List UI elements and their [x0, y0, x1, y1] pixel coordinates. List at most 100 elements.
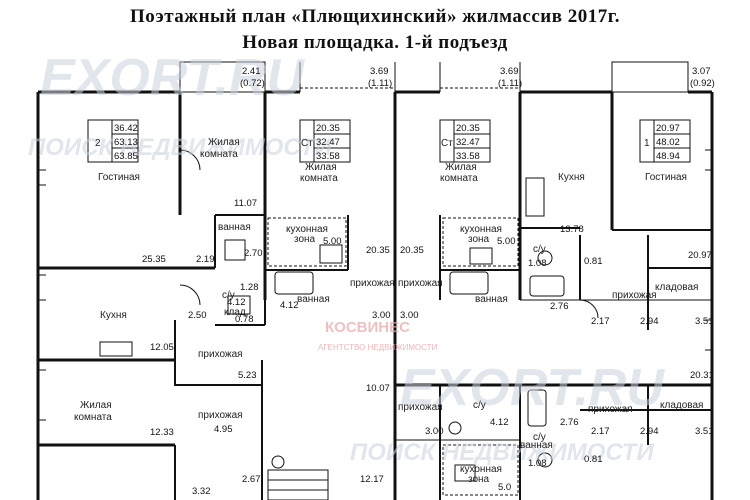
apt-area: 20.35	[316, 123, 340, 134]
area-value: 3.32	[192, 486, 211, 497]
dim-label: (0.72)	[240, 78, 265, 89]
room-label: прихожая	[588, 404, 633, 415]
area-value: 25.35	[142, 254, 166, 265]
room-label: Жилая	[445, 162, 477, 173]
area-value: 4.12	[490, 417, 509, 428]
area-value: 20.35	[366, 245, 390, 256]
room-label: кухонная	[460, 224, 502, 235]
area-value: 20.35	[400, 245, 424, 256]
dim-label: 3.69	[370, 66, 389, 77]
room-label: с/у	[473, 400, 486, 411]
room-label: кухонная	[286, 224, 328, 235]
area-value: 2.67	[242, 474, 261, 485]
area-value: 20.31	[690, 370, 714, 381]
area-value: 5.00	[497, 236, 516, 247]
room-label: прихожая	[398, 402, 443, 413]
area-value: 3.00	[372, 310, 391, 321]
room-label: комната	[440, 173, 478, 184]
room-label: комната	[200, 149, 238, 160]
room-label: клад.	[224, 307, 249, 318]
area-value: 0.81	[584, 256, 603, 267]
apt-area: 20.97	[656, 123, 680, 134]
area-value: 4.12	[280, 300, 299, 311]
apt-area: 36.42	[114, 123, 138, 134]
area-value: 3.00	[400, 310, 419, 321]
area-value: 1.08	[528, 458, 547, 469]
room-label: ванная	[475, 294, 508, 305]
area-value: 12.17	[360, 474, 384, 485]
room-label: Гостиная	[645, 172, 687, 183]
area-value: 4.12	[227, 297, 246, 308]
room-label: прихожая	[612, 290, 657, 301]
area-value: 12.33	[150, 427, 174, 438]
area-value: 2.70	[244, 248, 263, 259]
dim-label: 3.69	[500, 66, 519, 77]
apt-area: 63.85	[114, 151, 138, 162]
area-value: 1.28	[240, 282, 259, 293]
area-value: 13.78	[560, 224, 584, 235]
watermark-site: EXORT.RU	[40, 49, 305, 107]
apt-area: 48.02	[656, 137, 680, 148]
apt-area: 48.94	[656, 151, 680, 162]
apt-rooms: Ст	[441, 138, 453, 149]
area-value: 2.94	[640, 316, 659, 327]
room-label: комната	[300, 173, 338, 184]
watermark-tagline-2: ПОИСК НЕДВИЖИМОСТИ	[350, 439, 654, 466]
room-label: прихожая	[350, 278, 395, 289]
area-value: 5.0	[498, 482, 511, 493]
room-label: комната	[74, 412, 112, 423]
apt-area: 32.47	[316, 137, 340, 148]
dim-label: 3.07	[692, 66, 711, 77]
area-value: 2.94	[640, 426, 659, 437]
area-value: 10.07	[366, 383, 390, 394]
area-value: 12.05	[150, 342, 174, 353]
room-label: Кухня	[100, 310, 127, 321]
area-value: 5.23	[238, 370, 257, 381]
area-value: 2.17	[591, 316, 610, 327]
apt-area: 63.13	[114, 137, 138, 148]
area-value: 3.00	[425, 426, 444, 437]
apt-rooms: 1	[644, 138, 650, 149]
room-label: с/у	[533, 432, 546, 443]
apt-rooms: Ст	[301, 138, 313, 149]
room-label: ванная	[520, 440, 553, 451]
room-label: с/у	[533, 244, 546, 255]
watermark-site-2: EXORT.RU	[400, 359, 665, 417]
area-value: 11.07	[234, 198, 257, 209]
area-value: 2.19	[196, 254, 215, 265]
room-label: Жилая	[208, 137, 240, 148]
area-value: 3.51	[695, 426, 714, 437]
dim-label: 2.41	[242, 66, 261, 77]
room-label: прихожая	[198, 410, 243, 421]
agency-logo-sub: АГЕНТСТВО НЕДВИЖИМОСТИ	[318, 343, 438, 352]
agency-logo: КОСВИНЕС	[325, 319, 410, 336]
apt-area: 32.47	[456, 137, 480, 148]
area-value: 0.78	[235, 314, 254, 325]
area-value: 2.17	[591, 426, 610, 437]
area-value: 0.81	[584, 454, 603, 465]
room-label: с/у	[222, 290, 235, 301]
apt-area: 33.58	[456, 151, 480, 162]
area-value: 2.76	[560, 417, 579, 428]
room-label: Гостиная	[98, 172, 140, 183]
room-label: Кухня	[558, 172, 585, 183]
room-label: кухонная	[460, 464, 502, 475]
area-value: 3.51	[695, 316, 714, 327]
room-label: зона	[294, 234, 316, 245]
area-value: 4.95	[214, 424, 233, 435]
area-value: 5.00	[323, 236, 342, 247]
area-value: 1.08	[528, 258, 547, 269]
apt-rooms: 2	[95, 138, 101, 149]
room-label: кладовая	[660, 400, 703, 411]
room-label: Жилая	[80, 400, 112, 411]
plan-title: Поэтажный план «Плющихинский» жилмассив …	[130, 6, 620, 27]
room-label: прихожая	[398, 278, 443, 289]
room-label: зона	[468, 234, 490, 245]
dim-label: (1.11)	[498, 78, 522, 89]
dim-label: (1.11)	[368, 78, 392, 89]
room-label: зона	[468, 474, 490, 485]
dim-label: (0.92)	[690, 78, 715, 89]
apt-area: 33.58	[316, 151, 340, 162]
area-value: 20.97	[688, 250, 712, 261]
area-value: 2.76	[550, 301, 569, 312]
